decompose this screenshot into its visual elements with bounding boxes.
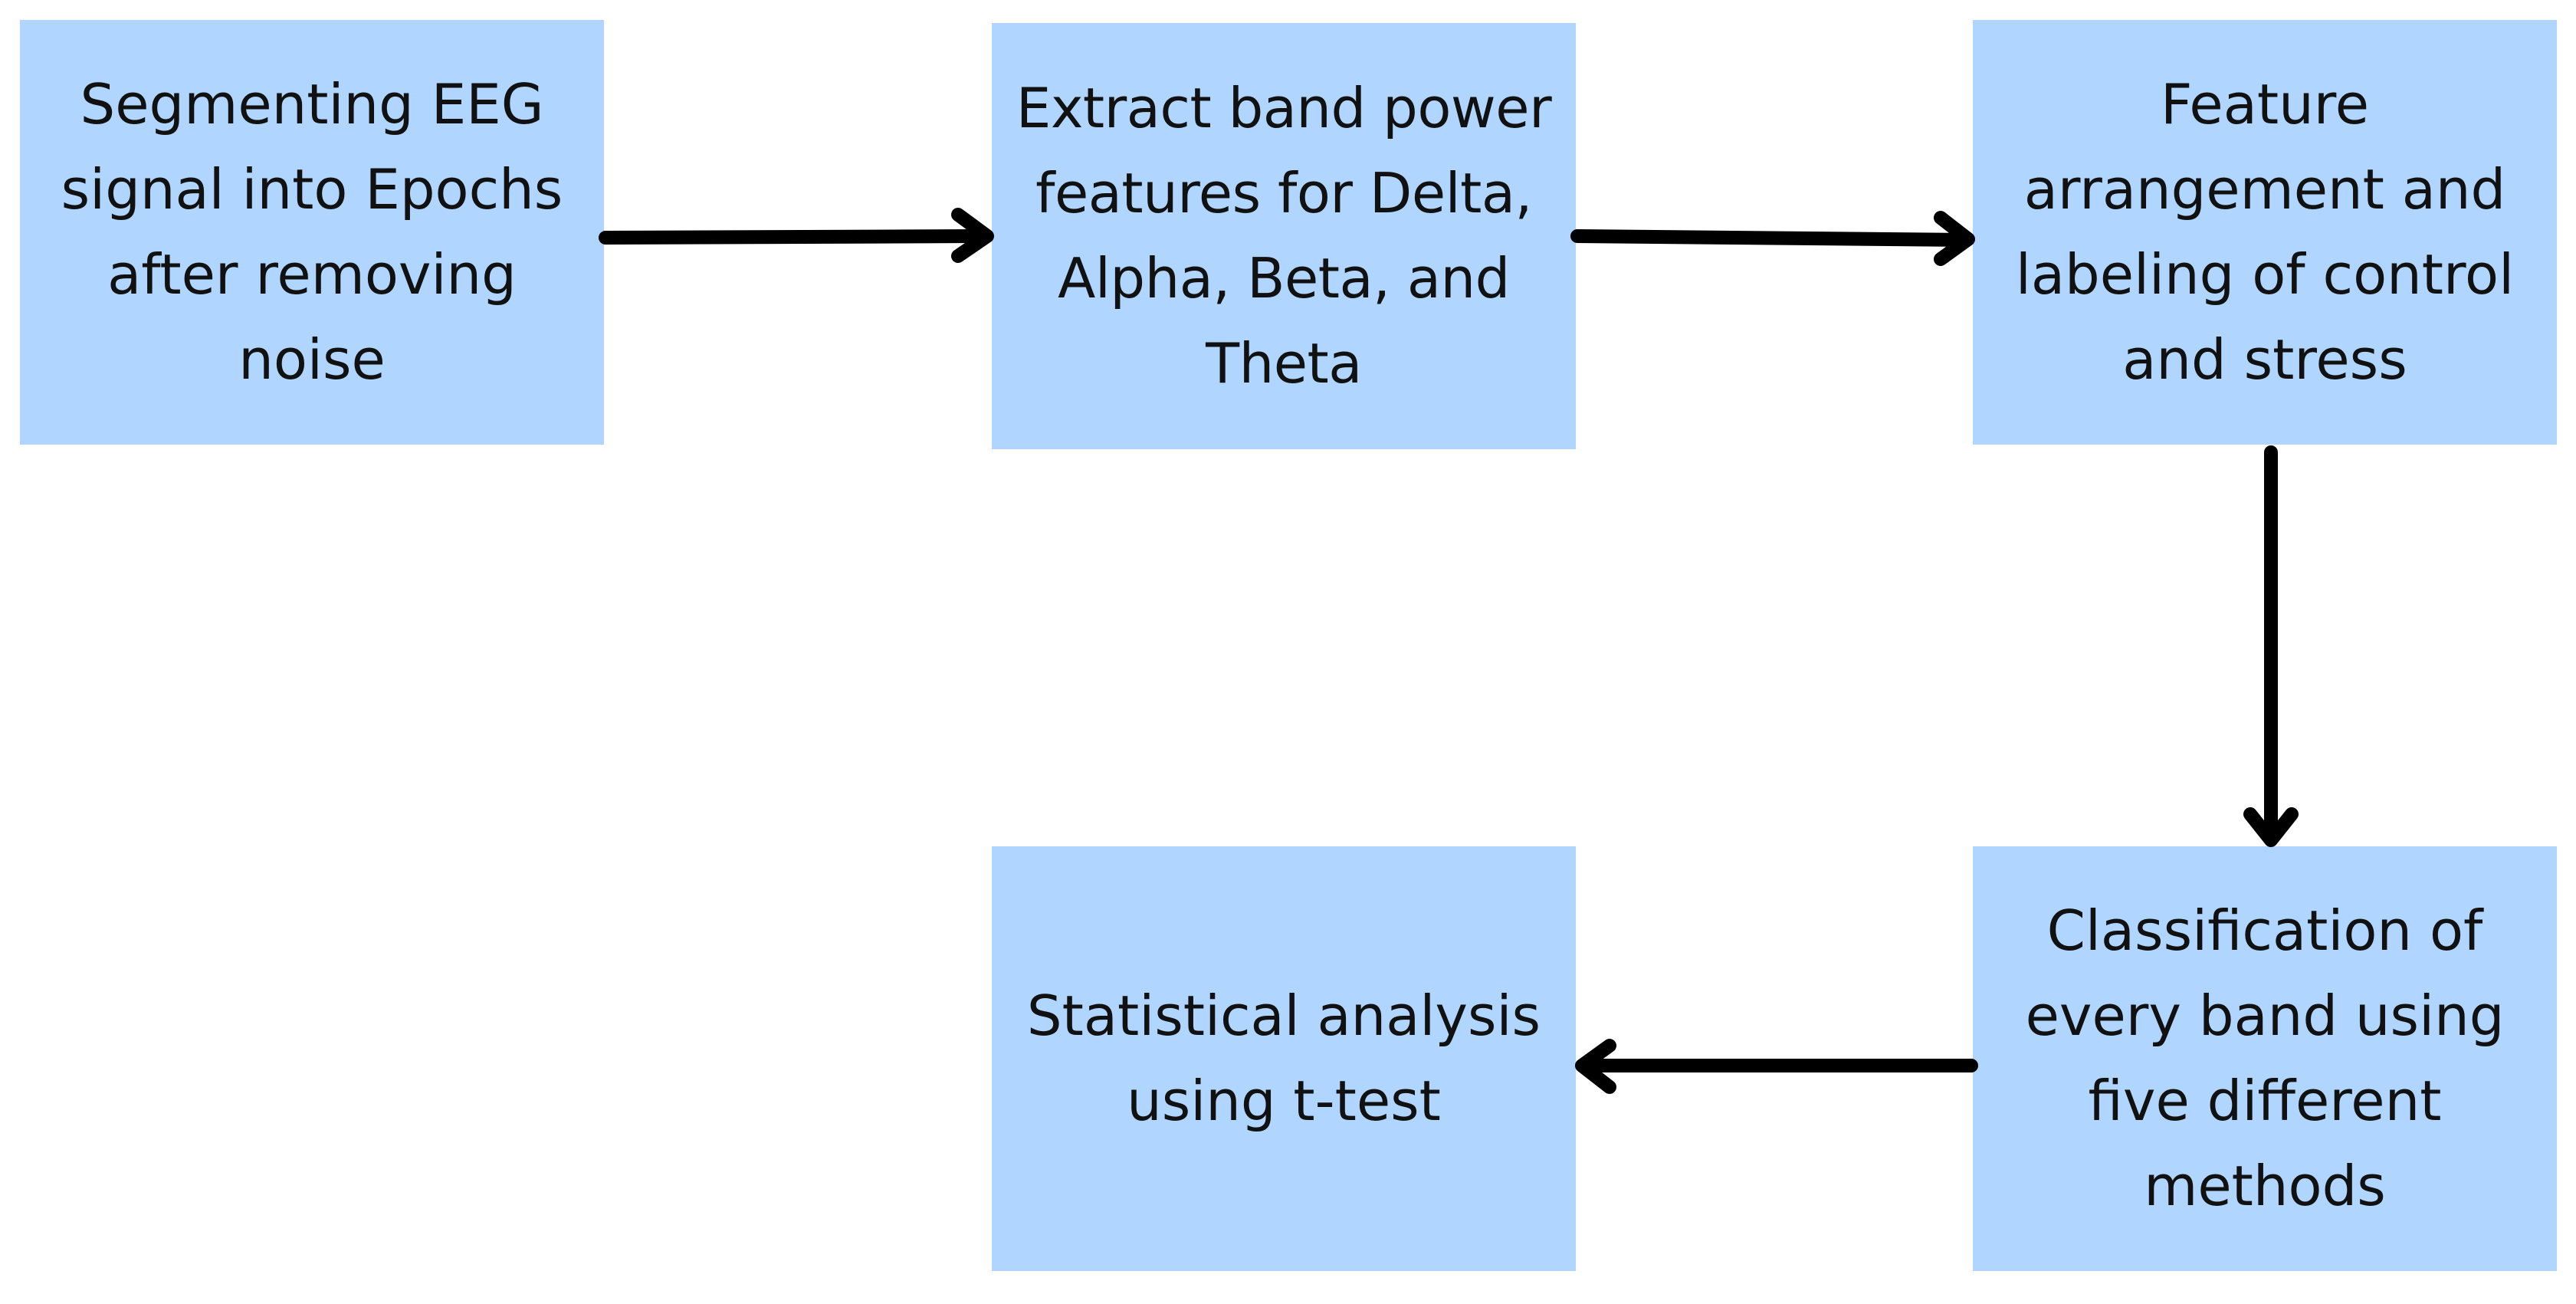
- arrow-segment-to-extract: [599, 208, 994, 263]
- step-classify-label: Classification of every band using five …: [2025, 898, 2505, 1218]
- arrow-segment-to-extract-head: [951, 208, 994, 263]
- arrow-extract-to-arrange-shaft: [1570, 229, 1972, 247]
- step-extract-label: Extract band power features for Delta, A…: [1016, 76, 1552, 396]
- step-arrange-label: Feature arrangement and labeling of cont…: [2015, 72, 2515, 392]
- step-segment-box: Segmenting EEG signal into Epochs after …: [20, 20, 604, 445]
- step-statistics-box: Statistical analysis using t-test: [992, 846, 1576, 1271]
- arrow-extract-to-arrange-head: [1934, 211, 1975, 266]
- arrow-classify-to-statistics: [1575, 1039, 1978, 1094]
- step-arrange-box: Feature arrangement and labeling of cont…: [1973, 20, 2557, 445]
- step-statistics-label: Statistical analysis using t-test: [1026, 984, 1541, 1133]
- arrow-segment-to-extract-shaft: [599, 229, 991, 245]
- arrow-extract-to-arrange: [1570, 211, 1975, 266]
- step-classify-box: Classification of every band using five …: [1973, 846, 2557, 1271]
- arrow-arrange-to-classify: [2243, 445, 2299, 847]
- arrow-arrange-to-classify-head: [2243, 807, 2299, 847]
- step-extract-box: Extract band power features for Delta, A…: [992, 23, 1576, 449]
- step-segment-label: Segmenting EEG signal into Epochs after …: [61, 72, 563, 392]
- arrow-classify-to-statistics-head: [1575, 1039, 1616, 1094]
